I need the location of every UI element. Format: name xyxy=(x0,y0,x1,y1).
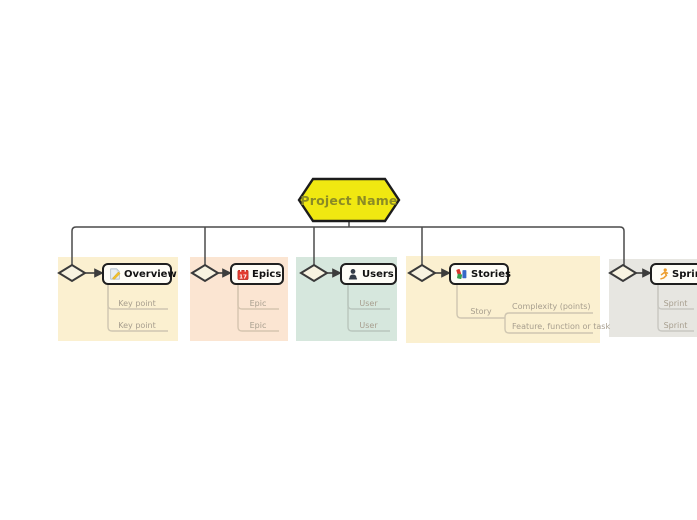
child-connectors-overview xyxy=(107,285,168,332)
arrow-users xyxy=(327,268,342,278)
arrow-overview xyxy=(85,268,104,278)
calendar-icon: 17 xyxy=(237,268,249,281)
node-stories[interactable]: Stories xyxy=(449,263,511,285)
child-node-user-1[interactable]: User xyxy=(359,299,378,308)
child-node-user-2[interactable]: User xyxy=(359,321,378,330)
books-icon xyxy=(456,268,468,280)
root-node-hexagon[interactable] xyxy=(297,177,401,223)
child-node-feature[interactable]: Feature, function or task xyxy=(512,322,611,331)
child-connectors-sprints xyxy=(657,285,694,332)
trunk-connectors xyxy=(71,221,625,265)
node-sprints-label: Sprints xyxy=(672,268,697,280)
child-node-complexity[interactable]: Complexity (points) xyxy=(512,302,591,311)
arrow-sprints xyxy=(636,268,652,278)
node-epics-label: Epics xyxy=(252,268,282,280)
child-node-key-point-2[interactable]: Key point xyxy=(118,321,156,330)
node-users[interactable]: Users xyxy=(340,263,397,285)
child-node-epic-2[interactable]: Epic xyxy=(249,321,267,330)
arrow-stories xyxy=(435,268,451,278)
node-overview-label: Overview xyxy=(124,268,177,280)
node-stories-label: Stories xyxy=(471,268,511,280)
node-sprints[interactable]: Sprints xyxy=(650,263,697,285)
child-node-sprint-2[interactable]: Sprint xyxy=(663,321,688,330)
child-node-epic-1[interactable]: Epic xyxy=(249,299,267,308)
node-overview[interactable]: Overview xyxy=(102,263,177,285)
child-connectors-stories xyxy=(456,285,593,334)
child-node-key-point-1[interactable]: Key point xyxy=(118,299,156,308)
svg-text:17: 17 xyxy=(239,274,247,280)
child-connectors-epics xyxy=(237,285,279,332)
node-epics[interactable]: 17 Epics xyxy=(230,263,284,285)
bus-line xyxy=(71,226,625,265)
child-node-story[interactable]: Story xyxy=(470,307,492,316)
runner-icon xyxy=(657,268,669,280)
memo-icon xyxy=(109,268,121,280)
user-icon xyxy=(347,268,359,280)
child-node-sprint-1[interactable]: Sprint xyxy=(663,299,688,308)
node-users-label: Users xyxy=(362,268,394,280)
child-connectors-users xyxy=(347,285,390,332)
arrow-epics xyxy=(218,268,232,278)
